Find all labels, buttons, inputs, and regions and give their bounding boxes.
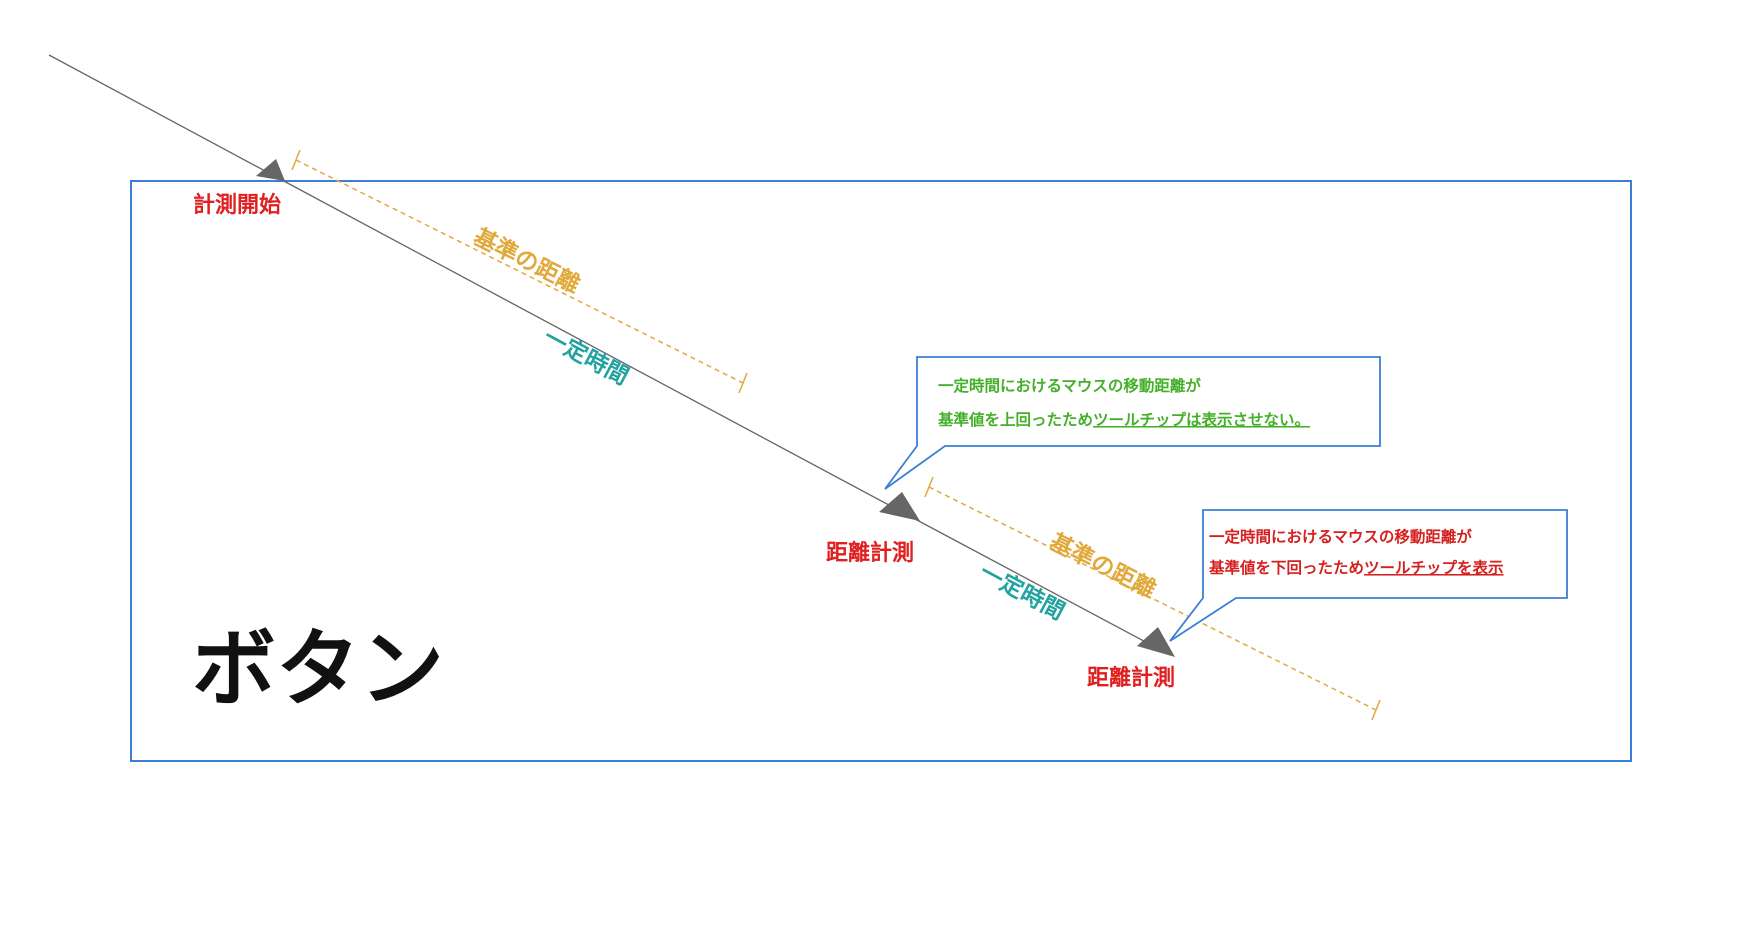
measure-start-label: 計測開始 xyxy=(193,192,281,218)
arrowhead-start xyxy=(256,159,285,181)
interval-label-1: 一定時間 xyxy=(539,323,633,390)
callout-line-1: 一定時間におけるマウスの移動距離が xyxy=(938,376,1201,395)
reference-distance-label-1: 基準の距離 xyxy=(469,223,584,298)
measure-point-label-2: 距離計測 xyxy=(1087,665,1175,691)
button-outline xyxy=(130,180,1632,762)
ruler-cap-left xyxy=(924,476,934,498)
button-label: ボタン xyxy=(192,620,444,718)
ruler-cap-right xyxy=(738,372,748,394)
callout-line-2-underlined: ツールチップは表示させない。 xyxy=(1093,410,1310,429)
arrowhead-measure-1 xyxy=(879,492,920,521)
interval-label-2: 一定時間 xyxy=(975,558,1069,625)
callout-bubble xyxy=(1169,509,1568,642)
ruler-cap-right xyxy=(1371,699,1381,721)
ruler-line xyxy=(928,486,1377,711)
reference-ruler-1 xyxy=(291,149,748,394)
mouse-path-segment-3 xyxy=(914,518,1171,656)
reference-ruler-2 xyxy=(924,476,1381,721)
callout-bubble xyxy=(884,356,1381,490)
mouse-path-segment-1 xyxy=(48,54,281,180)
callout-line-2-plain: 基準値を上回ったため xyxy=(937,410,1093,429)
measure-point-label-1: 距離計測 xyxy=(826,540,914,566)
reference-distance-label-2: 基準の距離 xyxy=(1045,528,1160,603)
callout-above-threshold: 一定時間におけるマウスの移動距離が 基準値を上回ったためツールチップは表示させな… xyxy=(884,356,1381,490)
callout-line-1: 一定時間におけるマウスの移動距離が xyxy=(1209,527,1472,546)
callout-line-2: 基準値を下回ったためツールチップを表示 xyxy=(1208,558,1504,577)
mouse-path-segment-2 xyxy=(279,178,916,520)
ruler-cap-left xyxy=(291,149,301,171)
callout-line-2-underlined: ツールチップを表示 xyxy=(1364,558,1504,577)
arrowhead-measure-2 xyxy=(1137,627,1175,657)
ruler-line xyxy=(295,159,744,384)
callout-below-threshold: 一定時間におけるマウスの移動距離が 基準値を下回ったためツールチップを表示 xyxy=(1169,509,1568,642)
callout-line-2-plain: 基準値を下回ったため xyxy=(1208,558,1364,577)
callout-line-2: 基準値を上回ったためツールチップは表示させない。 xyxy=(937,410,1310,429)
